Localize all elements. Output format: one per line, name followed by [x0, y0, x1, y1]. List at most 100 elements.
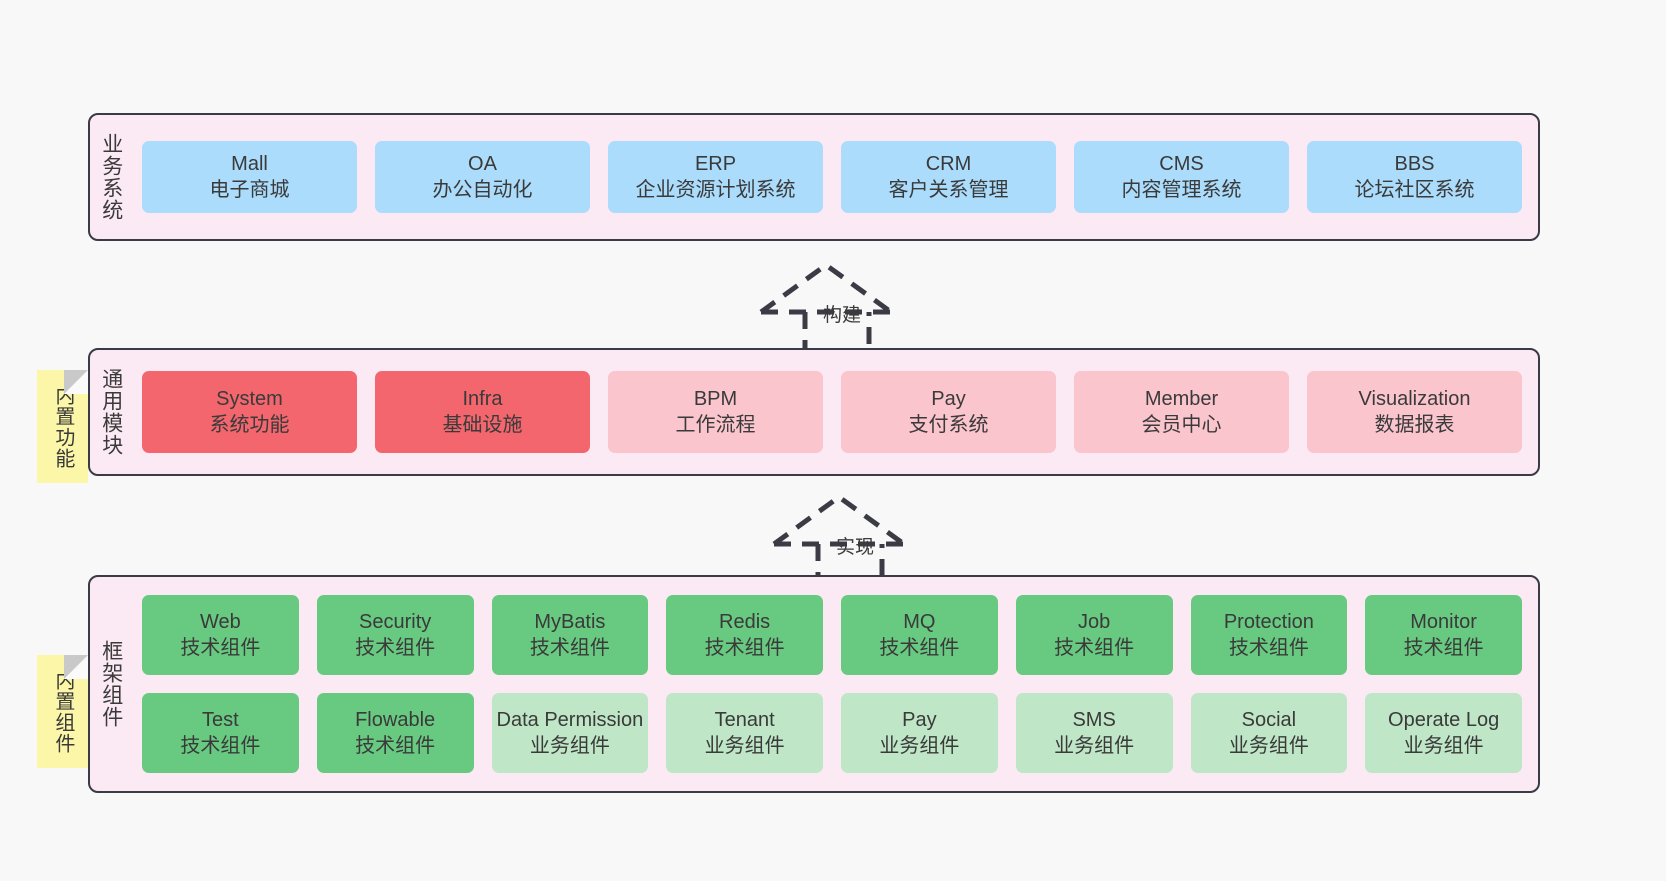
business-system-card[interactable]: CMS 内容管理系统 — [1074, 141, 1289, 213]
note-builtin-component-label: 内置组件 — [51, 669, 74, 754]
note-builtin-function-label: 内置功能 — [51, 384, 74, 469]
card-title-cn: 电子商城 — [209, 179, 290, 201]
card-title-en: Member — [1144, 388, 1219, 410]
framework-component-card[interactable]: MQ 技术组件 — [841, 595, 998, 675]
card-title-en: SMS — [1072, 709, 1116, 731]
card-title-en: Pay — [931, 388, 966, 410]
card-title-cn: 技术组件 — [180, 637, 261, 659]
card-title-cn: 办公自动化 — [432, 179, 533, 201]
card-title-en: Social — [1241, 709, 1297, 731]
card-title-en: Redis — [719, 611, 771, 633]
card-title-en: MQ — [903, 611, 936, 633]
card-title-en: System — [216, 388, 283, 410]
card-title-en: CRM — [925, 153, 972, 175]
card-title-cn: 技术组件 — [1228, 637, 1309, 659]
card-title-en: Tenant — [714, 709, 775, 731]
card-title-cn: 支付系统 — [908, 414, 989, 436]
arrow-head-triangle — [772, 493, 906, 547]
card-title-en: Job — [1078, 611, 1111, 633]
card-title-cn: 技术组件 — [704, 637, 785, 659]
card-title-en: Pay — [902, 709, 937, 731]
framework-component-card[interactable]: Monitor 技术组件 — [1365, 595, 1522, 675]
business-system-card[interactable]: Mall 电子商城 — [142, 141, 357, 213]
card-title-en: Data Permission — [496, 709, 644, 731]
business-system-card[interactable]: OA 办公自动化 — [375, 141, 590, 213]
card-title-cn: 业务组件 — [879, 735, 960, 757]
card-title-cn: 业务组件 — [1228, 735, 1309, 757]
card-title-cn: 企业资源计划系统 — [635, 179, 796, 201]
card-row: Mall 电子商城 OA 办公自动化 ERP 企业资源计划系统 CRM 客户关系管理 CMS 内容… — [142, 141, 1522, 213]
card-title-en: CMS — [1159, 153, 1204, 175]
card-title-en: BBS — [1394, 153, 1435, 175]
layer-body-business-system: Mall 电子商城 OA 办公自动化 ERP 企业资源计划系统 CRM 客户关系管理 CMS 内容… — [132, 115, 1538, 239]
framework-component-card[interactable]: SMS 业务组件 — [1015, 693, 1173, 773]
card-title-en: MyBatis — [534, 611, 606, 633]
business-system-card[interactable]: CRM 客户关系管理 — [841, 141, 1056, 213]
framework-component-card[interactable]: Flowable 技术组件 — [316, 693, 474, 773]
card-title-cn: 内容管理系统 — [1121, 179, 1242, 201]
card-title-cn: 技术组件 — [355, 735, 436, 757]
card-title-en: Visualization — [1358, 388, 1471, 410]
framework-component-card[interactable]: Protection 技术组件 — [1190, 595, 1348, 675]
framework-component-card[interactable]: Data Permission 业务组件 — [491, 693, 649, 773]
layer-common-module: 通用模块 System 系统功能 Infra 基础设施 BPM 工作流程 Pay 支付系统 Me… — [88, 348, 1540, 476]
framework-component-card[interactable]: Tenant 业务组件 — [666, 693, 823, 773]
card-title-cn: 技术组件 — [529, 637, 610, 659]
card-title-en: Flowable — [355, 709, 436, 731]
framework-component-card[interactable]: Job 技术组件 — [1015, 595, 1173, 675]
note-builtin-component: 内置组件 — [37, 655, 88, 768]
card-title-en: BPM — [693, 388, 738, 410]
framework-component-card[interactable]: Social 业务组件 — [1190, 693, 1348, 773]
connector-realize: 实现 — [770, 492, 940, 587]
connector-build: 构建 — [757, 260, 927, 355]
note-builtin-function: 内置功能 — [37, 370, 88, 483]
card-title-en: ERP — [694, 153, 737, 175]
business-system-card[interactable]: ERP 企业资源计划系统 — [608, 141, 823, 213]
card-title-cn: 业务组件 — [529, 735, 610, 757]
common-module-card[interactable]: System 系统功能 — [142, 371, 357, 453]
card-title-en: Monitor — [1410, 611, 1477, 633]
common-module-card[interactable]: BPM 工作流程 — [608, 371, 823, 453]
card-title-en: Protection — [1223, 611, 1314, 633]
framework-component-card[interactable]: MyBatis 技术组件 — [491, 595, 649, 675]
card-title-cn: 技术组件 — [1403, 637, 1484, 659]
framework-component-card[interactable]: Pay 业务组件 — [841, 693, 998, 773]
card-title-cn: 工作流程 — [675, 414, 756, 436]
layer-title-common-module: 通用模块 — [99, 368, 123, 456]
arrow-shaft — [802, 312, 872, 355]
card-title-en: Test — [202, 709, 239, 731]
card-title-en: Mall — [231, 153, 268, 175]
card-title-en: Infra — [462, 388, 503, 410]
arrow-head-triangle — [759, 261, 893, 315]
card-title-cn: 技术组件 — [180, 735, 261, 757]
common-module-card[interactable]: Visualization 数据报表 — [1307, 371, 1522, 453]
card-title-cn: 系统功能 — [209, 414, 290, 436]
card-title-cn: 技术组件 — [879, 637, 960, 659]
card-title-cn: 数据报表 — [1374, 414, 1455, 436]
card-title-cn: 客户关系管理 — [888, 179, 1009, 201]
card-title-en: OA — [468, 153, 497, 175]
card-title-cn: 业务组件 — [1054, 735, 1135, 757]
card-title-cn: 技术组件 — [355, 637, 436, 659]
common-module-card[interactable]: Pay 支付系统 — [841, 371, 1056, 453]
card-title-en: Web — [199, 611, 241, 633]
framework-component-card[interactable]: Web 技术组件 — [142, 595, 299, 675]
framework-component-card[interactable]: Test 技术组件 — [142, 693, 299, 773]
card-title-cn: 业务组件 — [1403, 735, 1484, 757]
common-module-card[interactable]: Infra 基础设施 — [375, 371, 590, 453]
card-title-cn: 技术组件 — [1054, 637, 1135, 659]
framework-component-card[interactable]: Redis 技术组件 — [666, 595, 823, 675]
card-title-cn: 基础设施 — [442, 414, 523, 436]
layer-title-framework-component: 框架组件 — [99, 640, 123, 728]
card-title-cn: 业务组件 — [704, 735, 785, 757]
